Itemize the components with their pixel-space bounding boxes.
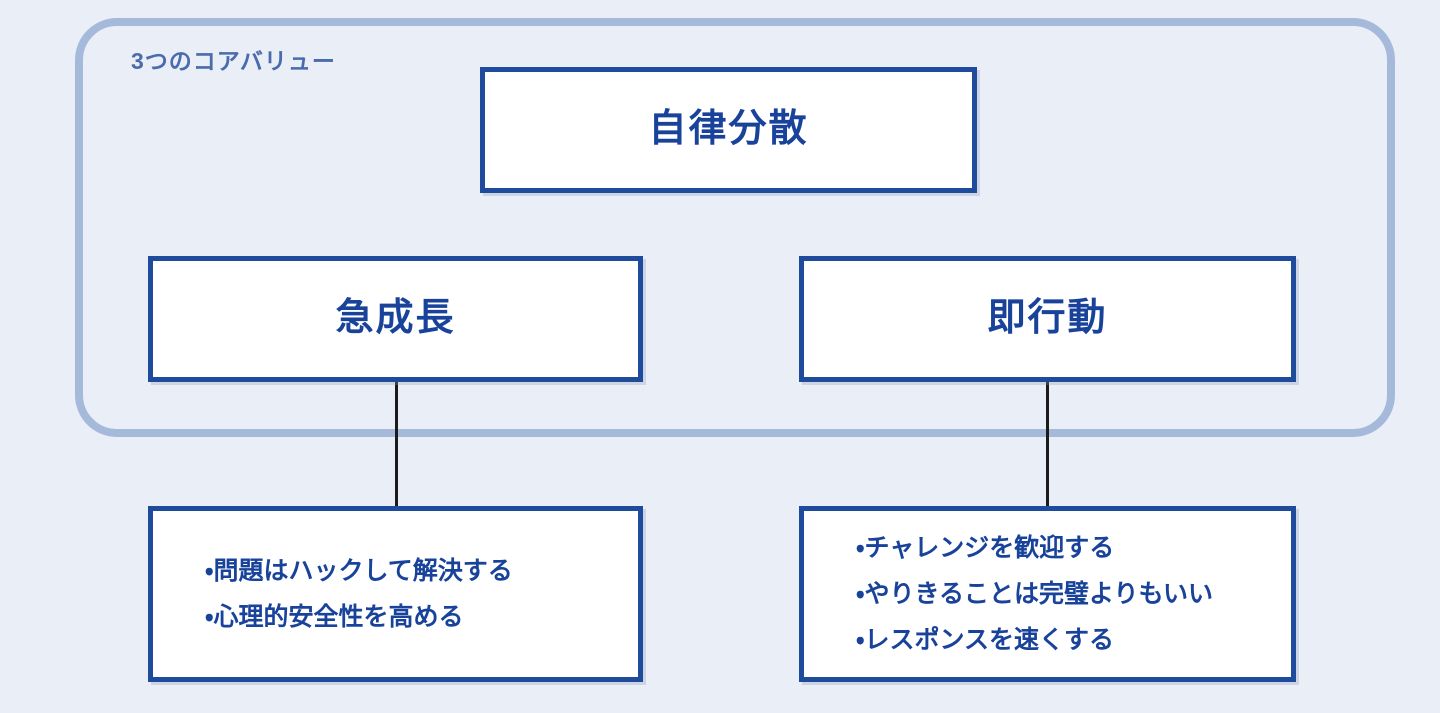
core-values-group-frame (75, 18, 1395, 437)
list-item: ・チャレンジを歓迎する (856, 533, 1115, 562)
detail-box-immediate-action[interactable]: ・チャレンジを歓迎する ・やりきることは完璧よりもいい ・レスポンスを速くする (799, 506, 1296, 682)
detail-box-rapid-growth[interactable]: ・問題はハックして解決する ・心理的安全性を高める (148, 506, 643, 682)
detail-list-immediate-action: ・チャレンジを歓迎する ・やりきることは完璧よりもいい ・レスポンスを速くする (804, 525, 1213, 664)
list-item: ・やりきることは完璧よりもいい (856, 579, 1214, 608)
value-box-rapid-growth[interactable]: 急成長 (148, 256, 643, 382)
value-box-rapid-growth-label: 急成長 (335, 297, 456, 340)
connector-right (1046, 380, 1049, 508)
group-title: 3つのコアバリュー (131, 48, 336, 74)
list-item: ・問題はハックして解決する (205, 556, 513, 585)
connector-left (395, 380, 398, 508)
detail-list-rapid-growth: ・問題はハックして解決する ・心理的安全性を高める (153, 548, 513, 641)
value-box-autonomy-label: 自律分散 (648, 108, 809, 151)
value-box-autonomy[interactable]: 自律分散 (480, 67, 977, 193)
list-item: ・心理的安全性を高める (205, 603, 464, 631)
list-item: ・レスポンスを速くする (856, 626, 1115, 655)
value-box-immediate-action-label: 即行動 (987, 297, 1108, 340)
value-box-immediate-action[interactable]: 即行動 (799, 256, 1296, 382)
